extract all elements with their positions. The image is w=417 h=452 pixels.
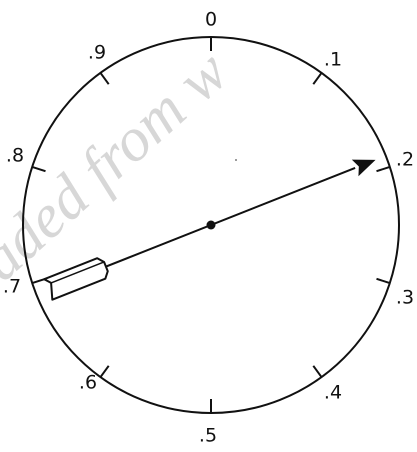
stray-dot (235, 159, 237, 161)
label-0: 0 (205, 9, 217, 31)
label-9: .9 (88, 42, 106, 64)
label-2: .2 (396, 149, 414, 171)
tick-9 (101, 73, 109, 84)
tick-8 (32, 167, 45, 171)
label-8: .8 (6, 145, 24, 167)
tick-3 (377, 279, 390, 283)
label-1: .1 (324, 49, 342, 71)
tick-4 (313, 366, 321, 377)
tick-2 (377, 167, 390, 171)
label-3: .3 (396, 287, 414, 309)
watermark-text: aded from w (0, 37, 241, 293)
label-4: .4 (324, 382, 342, 404)
tick-6 (101, 366, 109, 377)
label-6: .6 (79, 372, 97, 394)
label-5: .5 (199, 425, 217, 447)
tick-1 (313, 73, 321, 84)
label-7: .7 (3, 276, 21, 298)
pointer-arrowhead (352, 151, 379, 176)
center-pivot (207, 221, 216, 230)
